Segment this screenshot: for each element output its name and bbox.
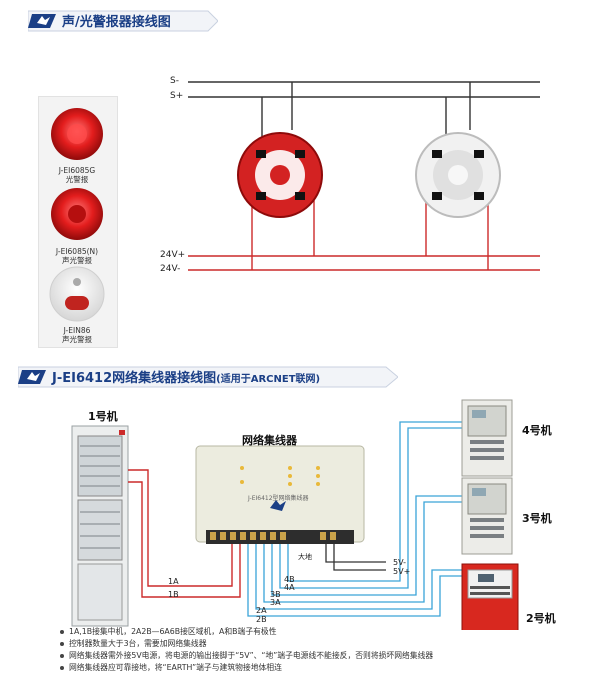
product-2-name: 声光警报 [62, 256, 92, 265]
network-bus-wires [247, 421, 466, 617]
strobe-alarm-image [51, 108, 103, 160]
product-images [49, 108, 105, 322]
product-1-model: J-EI6085G [58, 166, 96, 175]
notes-list: 1A,1B接集中机，2A2B—6A6B接区域机，A和B端子有极性 控制器数量大于… [60, 626, 440, 674]
wire-4b-label: 4B [284, 575, 295, 584]
product-1-name: 光警报 [65, 175, 89, 184]
machine-2-label: 2号机 [526, 612, 556, 625]
note-item: 控制器数量大于3台，需要加网络集线器 [60, 638, 440, 650]
product-2-model: J-EI6085(N) [55, 247, 99, 256]
sound-light-alarm-image [51, 188, 103, 240]
label-24v-plus: 24V+ [160, 250, 186, 260]
product-3-model: J-EIN86 [63, 326, 91, 335]
machine-2-panel-image [461, 563, 519, 630]
machine-1-label: 1号机 [88, 410, 118, 423]
section2-subtitle: (适用于ARCNET联网) [216, 374, 321, 385]
wire-2a-label: 2A [256, 606, 267, 615]
wire-2b-label: 2B [256, 615, 267, 624]
power-5v-minus-label: 5V- [393, 558, 406, 567]
white-alarm-base-image [415, 132, 501, 218]
section2-header: J-EI6412网络集线器接线图(适用于ARCNET联网) [18, 364, 398, 390]
network-hub-image [195, 445, 365, 544]
section1-title: 声/光警报器接线图 [62, 15, 171, 30]
header-banner [28, 10, 218, 32]
machine-4-panel-image [461, 399, 513, 477]
wire-4a-label: 4A [284, 583, 295, 592]
alarm-wiring-diagram [188, 81, 540, 271]
brand-logo-icon [18, 370, 46, 384]
label-24v-minus: 24V- [160, 264, 181, 274]
note-item: 网络集线器需外接5V电源，将电源的输出接脚于“5V”、“地”端子电源线不能接反，… [60, 650, 440, 662]
brand-logo-icon [28, 14, 56, 28]
sound-light-alarm-white-image [49, 266, 105, 322]
note-item: 1A,1B接集中机，2A2B—6A6B接区域机，A和B端子有极性 [60, 626, 440, 638]
product-3-name: 声光警报 [62, 335, 92, 344]
wire-3a-label: 3A [270, 598, 281, 607]
machine-1-cabinet-image [71, 425, 129, 627]
wire-1b-label: 1B [168, 590, 179, 599]
wire-3b-label: 3B [270, 590, 281, 599]
hub-label: 网络集线器 [242, 434, 297, 447]
label-s-plus: S+ [170, 91, 184, 101]
hub-face-text: J-EI6412型网络集线器 [248, 495, 309, 502]
ground-label: 大地 [298, 553, 312, 561]
wire-1a-label: 1A [168, 577, 179, 586]
header-banner-2 [18, 366, 398, 388]
red-alarm-base-image [237, 132, 323, 218]
power-5v-plus-label: 5V+ [393, 567, 411, 576]
machine-4-label: 4号机 [522, 424, 552, 437]
section2-title: J-EI6412网络集线器接线图 [52, 371, 217, 386]
machine-3-panel-image [461, 477, 513, 555]
machine-3-label: 3号机 [522, 512, 552, 525]
note-item: 网络集线器应可靠接地，将“EARTH”端子与建筑物接地体相连 [60, 662, 440, 674]
brand-logo-icon [270, 500, 286, 511]
label-s-minus: S- [170, 76, 179, 86]
section1-header: 声/光警报器接线图 [28, 8, 218, 34]
network-diagram [71, 399, 519, 630]
